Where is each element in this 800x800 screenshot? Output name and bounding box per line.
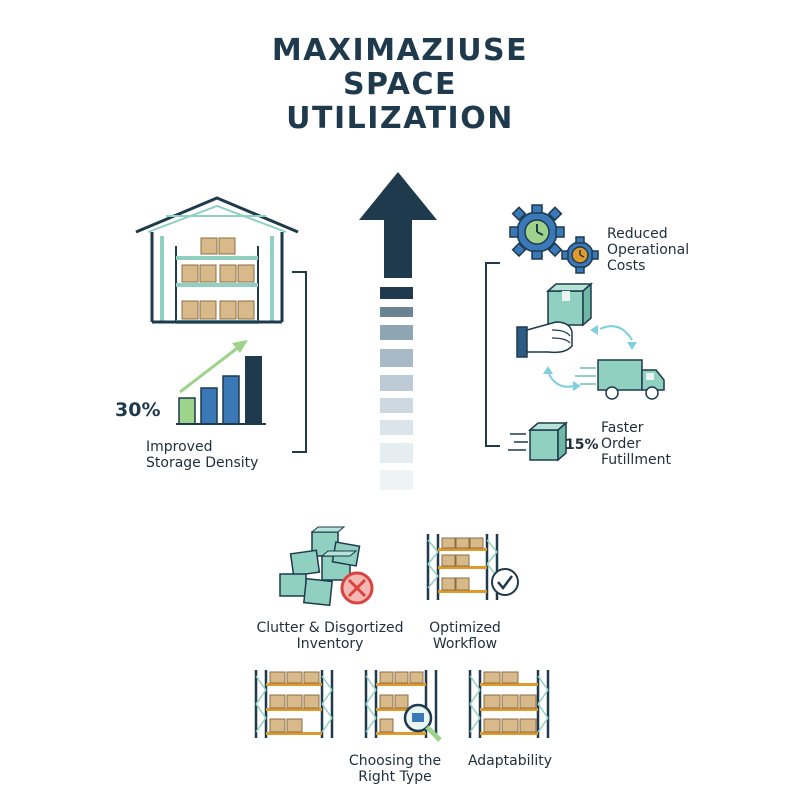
clutter-line-2: Inventory [296,636,364,652]
fulfill-stat: 15% [565,437,599,453]
fulfill-line-3: Futillment [601,452,671,468]
workflow-line-1: Optimized [429,620,501,636]
title-line-2: SPACE [342,67,458,102]
title-line-3: UTILIZATION [286,101,514,136]
clutter-caption: Clutter & Disgortized Inventory [240,620,420,652]
density-stat: 30% [115,399,161,421]
density-caption-line-2: Storage Density [146,455,259,471]
density-caption: Improved Storage Density [146,439,258,471]
adaptability-caption: Adaptability [467,753,553,769]
workflow-line-2: Workflow [432,636,498,652]
fulfill-line-2: Order [601,436,641,452]
choosing-line-2: Right Type [358,769,432,785]
costs-line-1: Reduced [607,226,668,242]
costs-line-3: Costs [607,258,646,274]
density-caption-line-1: Improved [146,439,213,455]
choosing-caption: Choosing the Right Type [330,753,460,785]
costs-caption: Reduced Operational Costs [607,226,689,274]
fulfill-line-1: Faster [601,420,644,436]
choosing-line-1: Choosing the [348,753,442,769]
costs-line-2: Operational [607,242,690,258]
workflow-caption: Optimized Workflow [410,620,520,652]
title-line-1: MAXIMAZIUSE [271,33,529,68]
page-title: MAXIMAZIUSE SPACE UTILIZATION [0,34,800,136]
clutter-line-1: Clutter & Disgortized [256,620,404,636]
fulfill-caption: Faster Order Futillment [601,420,671,468]
